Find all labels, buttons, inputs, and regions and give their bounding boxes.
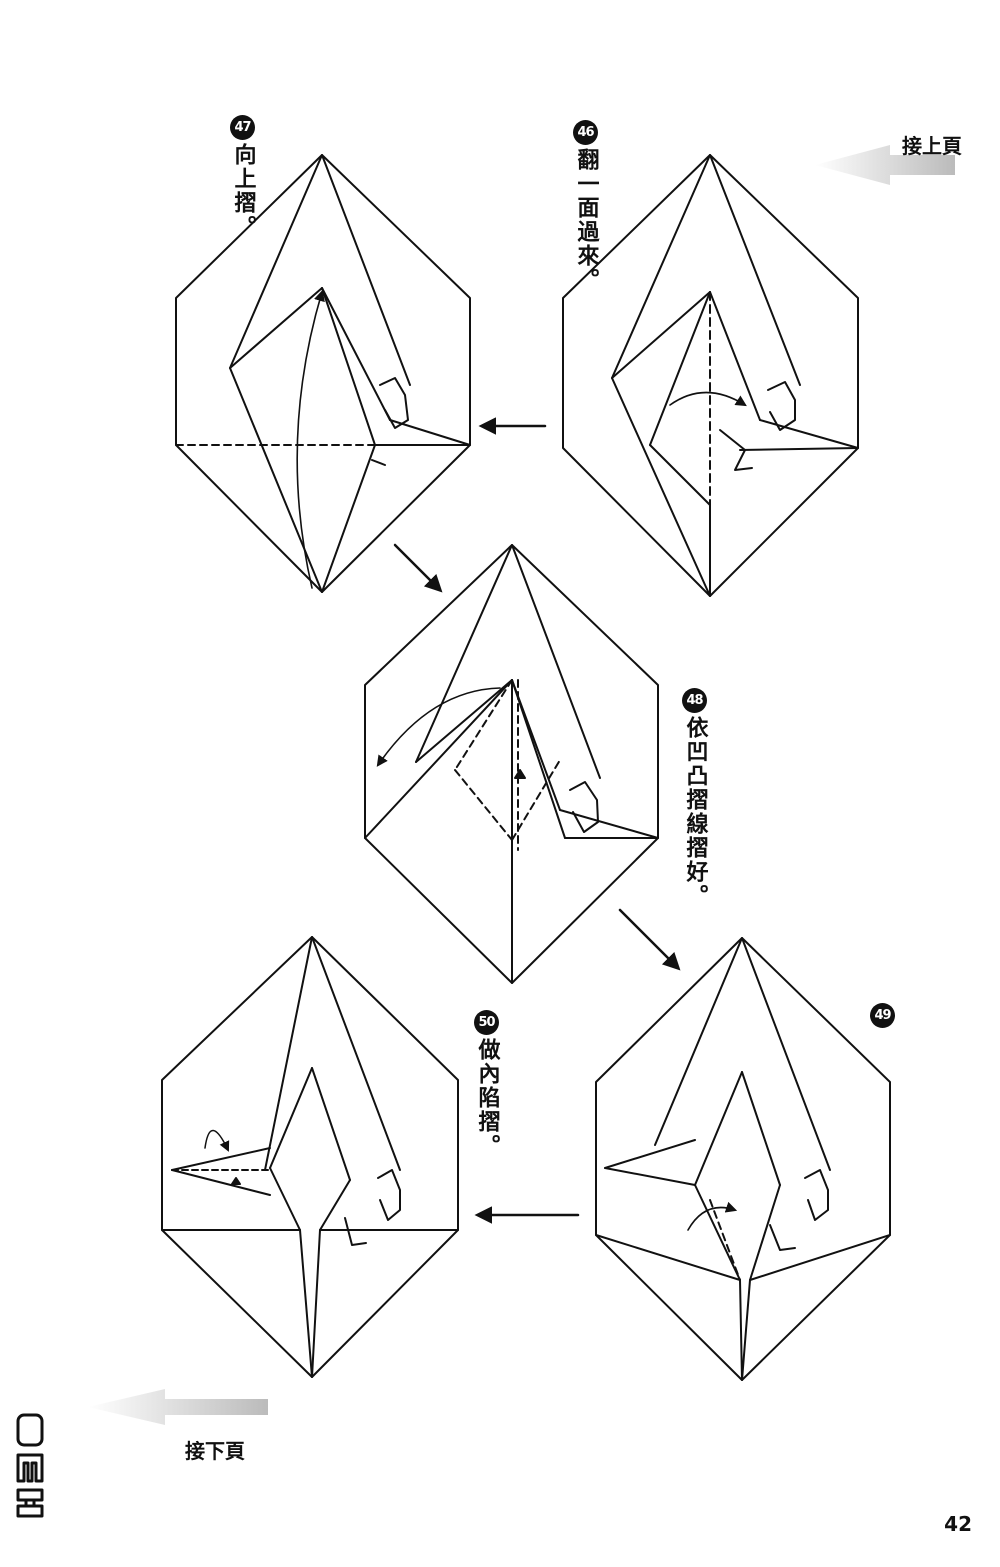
step-50-number: 50 [474, 1010, 499, 1035]
page-number: 42 [944, 1512, 972, 1536]
step-49-label: 49 [870, 1003, 895, 1031]
step-46-figure [562, 154, 859, 597]
step-47-figure [175, 154, 471, 593]
step-50-figure [161, 936, 459, 1378]
arrow-47-to-48 [393, 543, 443, 593]
step-46-text: 翻一面過來。 [573, 148, 599, 292]
prev-page-arrow [815, 145, 955, 185]
next-page-arrow [88, 1389, 268, 1425]
step-46-number: 46 [573, 120, 598, 145]
step-46-label: 46 翻一面過來。 [573, 120, 599, 292]
next-page-label: 接下頁 [185, 1439, 245, 1463]
prev-page-label: 接上頁 [902, 134, 962, 158]
step-48-text: 依凹凸摺線摺好。 [682, 716, 708, 908]
step-50-label: 50 做內陷摺。 [474, 1010, 500, 1158]
step-48-number: 48 [682, 688, 707, 713]
step-49-number: 49 [870, 1003, 895, 1028]
step-48-figure [364, 544, 659, 984]
step-50-text: 做內陷摺。 [474, 1038, 500, 1158]
arrow-48-to-49 [618, 908, 681, 971]
step-47-number: 47 [230, 115, 255, 140]
watermark-logo [16, 1413, 44, 1518]
step-49-figure [595, 937, 891, 1381]
step-47-label: 47 向上摺。 [230, 115, 256, 239]
step-47-text: 向上摺。 [230, 143, 256, 239]
step-48-label: 48 依凹凸摺線摺好。 [682, 688, 708, 908]
